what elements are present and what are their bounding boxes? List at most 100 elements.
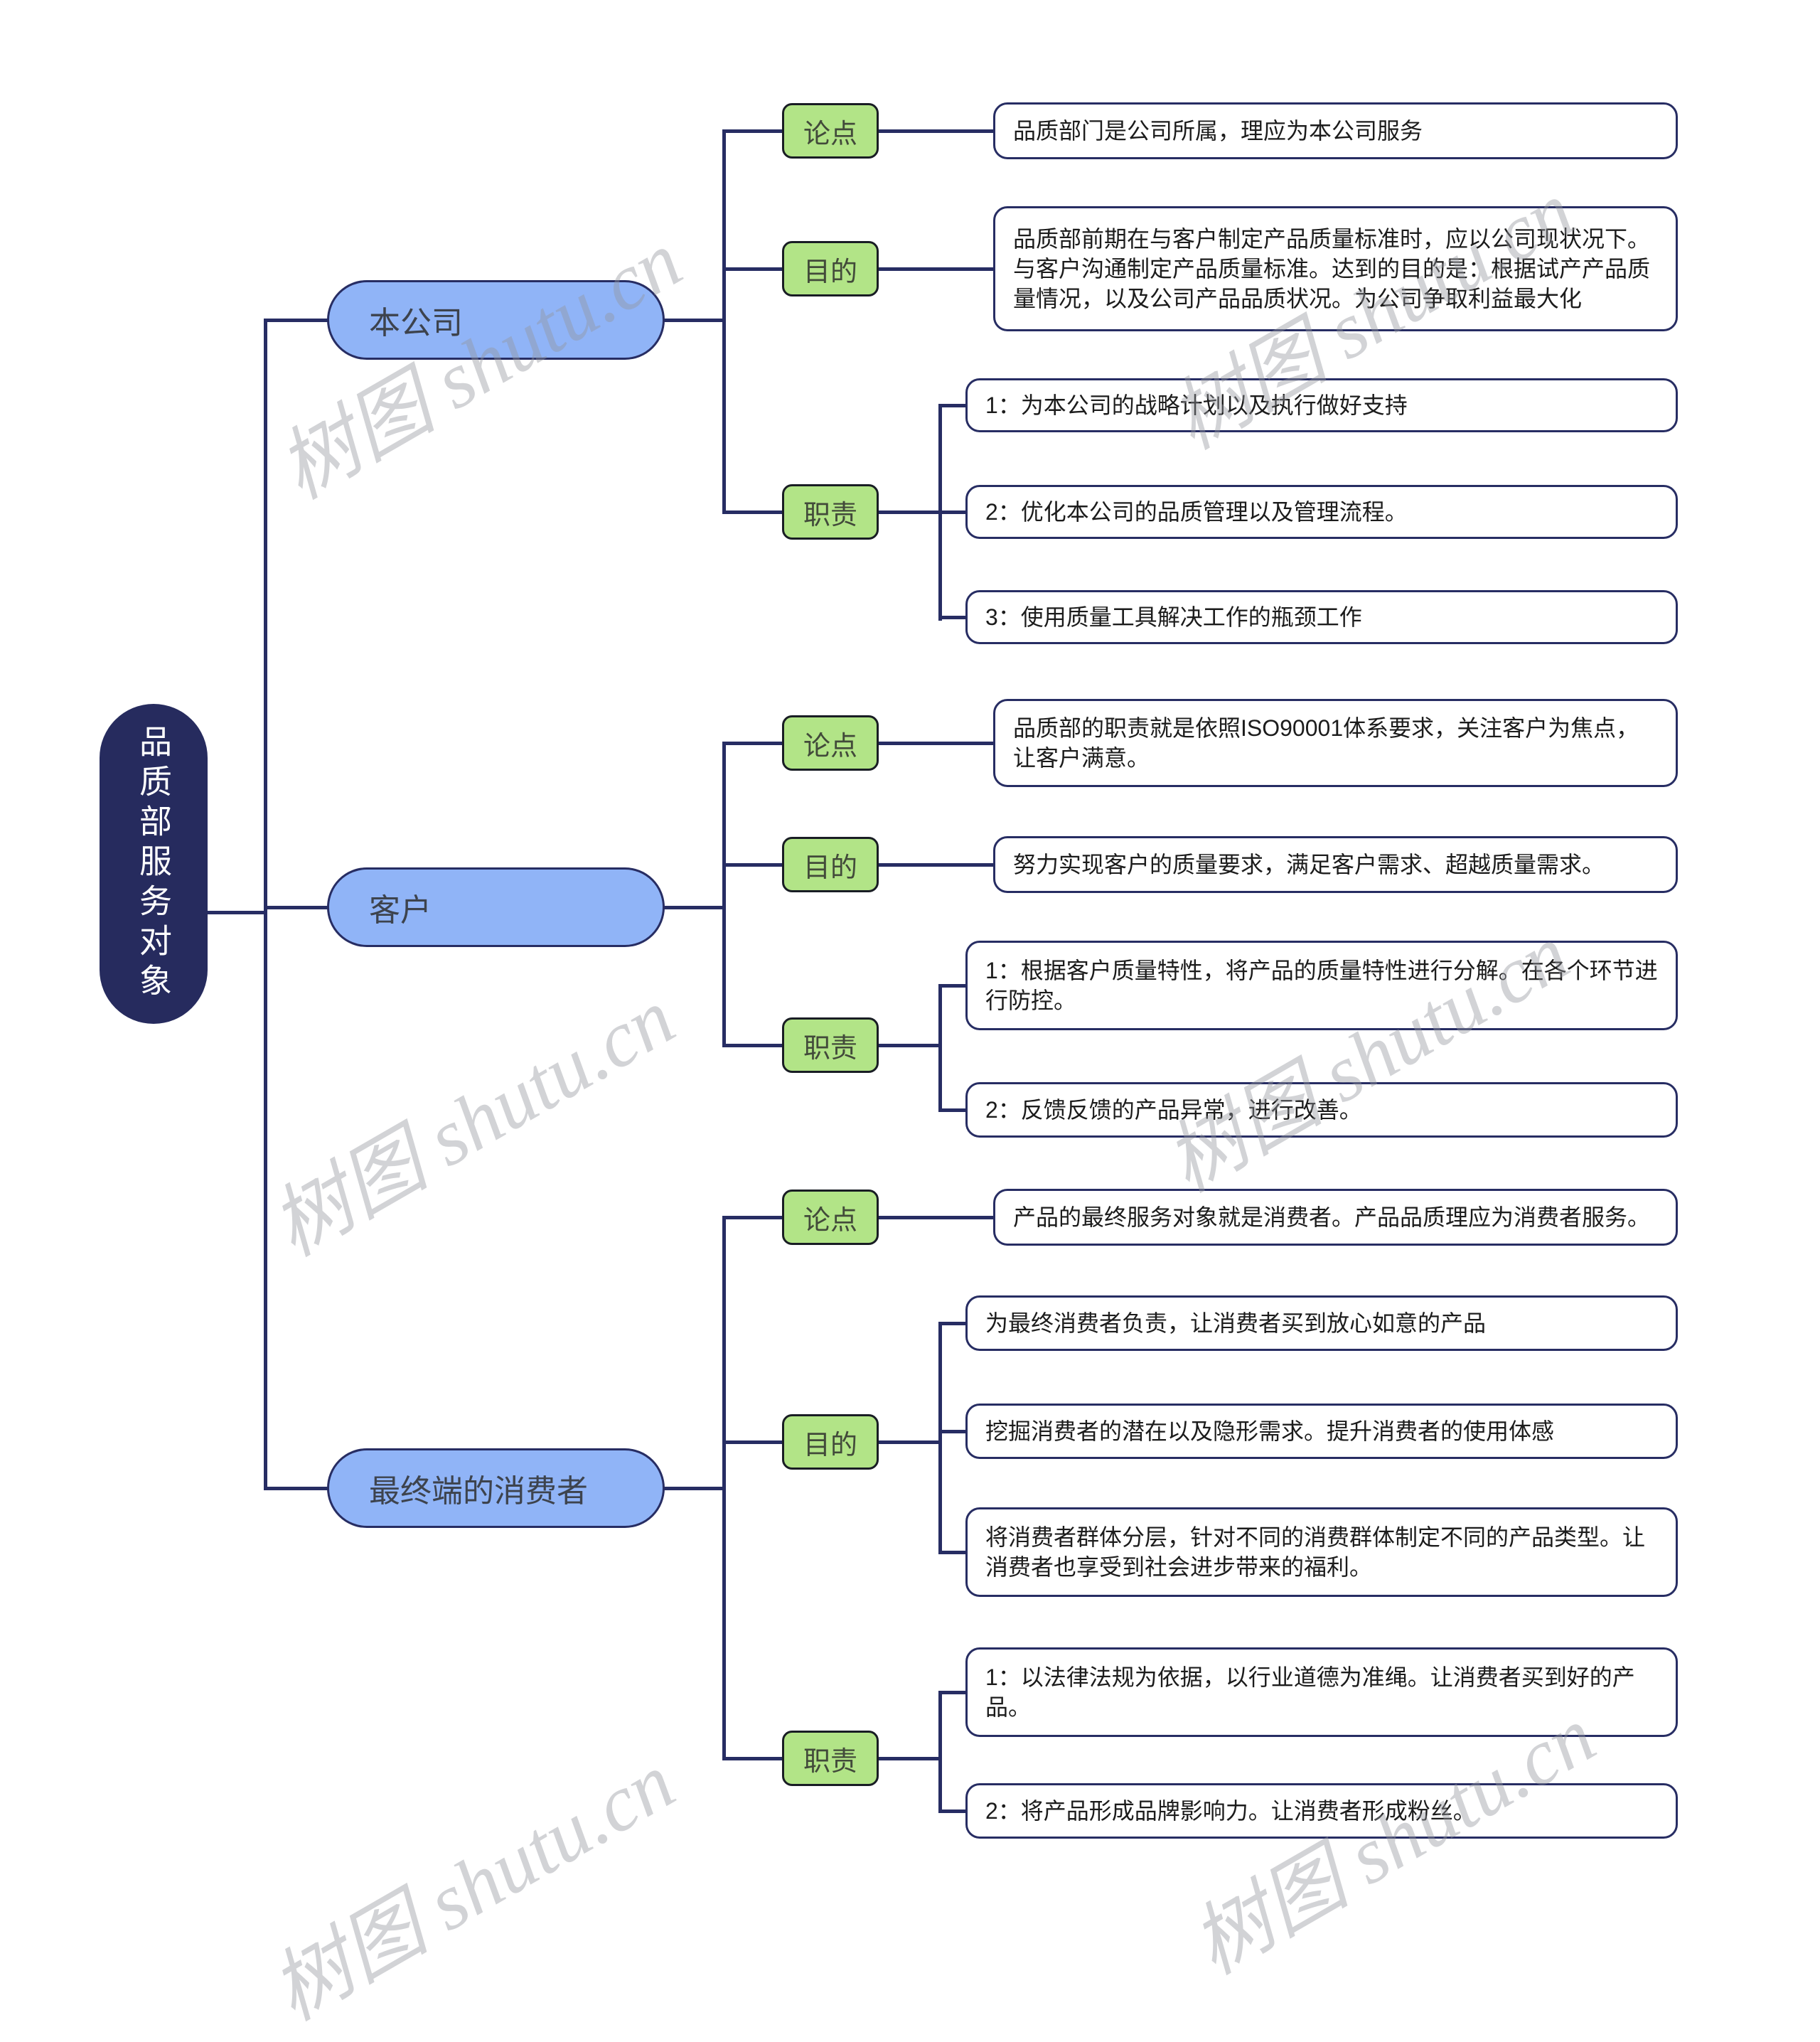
detail-text: 品质部的职责就是依照ISO90001体系要求，关注客户为焦点，让客户满意。 [1013,715,1639,771]
detail-text: 1：以法律法规为依据，以行业道德为准绳。让消费者买到好的产品。 [985,1664,1635,1720]
tag-label: 目的 [803,1430,857,1460]
tag-stub [724,1216,783,1219]
tag-company-purpose[interactable]: 目的 [782,241,879,296]
watermark-text: 树图 shutu.cn [1152,909,1583,1209]
tag-consumer-argument[interactable]: 论点 [782,1190,879,1245]
detail-text: 2：将产品形成品牌影响力。让消费者形成粉丝。 [985,1798,1476,1824]
items-bracket [938,1691,942,1813]
tag-company-argument[interactable]: 论点 [782,103,879,159]
tag-stub [724,267,783,271]
detail-text: 努力实现客户的质量要求，满足客户需求、超越质量需求。 [1013,852,1605,877]
item-stub [941,510,967,514]
root-connector-line [205,911,266,914]
tag-label: 职责 [803,500,857,530]
detail-text: 为最终消费者负责，让消费者买到放心如意的产品 [985,1310,1487,1336]
tag-stub [724,1757,783,1760]
tag-customer-purpose[interactable]: 目的 [782,837,879,892]
customer-tags-bracket [722,742,726,1047]
branch-line-customer [266,906,328,909]
detail-box-company-duty-3[interactable]: 3：使用质量工具解决工作的瓶颈工作 [965,590,1678,644]
items-bracket [938,404,942,621]
detail-box-consumer-duty-2[interactable]: 2：将产品形成品牌影响力。让消费者形成粉丝。 [965,1783,1678,1839]
branch-node-company-label: 本公司 [369,306,463,341]
tag-bracket-stub [879,1440,941,1444]
watermark-text: 树图 shutu.cn [257,1737,689,2038]
branch-line-company [266,319,328,322]
detail-box-consumer-purpose-3[interactable]: 将消费者群体分层，针对不同的消费群体制定不同的产品类型。让消费者也享受到社会进步… [965,1507,1678,1597]
tag-label: 职责 [803,1746,857,1777]
root-node[interactable]: 品质部服务对象 [100,704,208,1024]
tag-customer-argument[interactable]: 论点 [782,715,879,771]
detail-text: 2：优化本公司的品质管理以及管理流程。 [985,499,1408,525]
item-stub [941,1810,967,1813]
detail-text: 挖掘消费者的潜在以及隐形需求。提升消费者的使用体感 [985,1418,1555,1444]
root-node-label: 品质部服务对象 [135,725,172,1003]
tag-label: 目的 [803,257,857,287]
detail-text: 品质部门是公司所属，理应为本公司服务 [1013,118,1423,144]
item-stub [941,1430,967,1433]
detail-box-company-argument[interactable]: 品质部门是公司所属，理应为本公司服务 [993,102,1678,159]
tag-box-connector [879,129,995,133]
detail-box-customer-purpose[interactable]: 努力实现客户的质量要求，满足客户需求、超越质量需求。 [993,836,1678,893]
tag-bracket-stub [879,1757,941,1760]
branch-node-company[interactable]: 本公司 [327,280,665,360]
detail-box-consumer-duty-1[interactable]: 1：以法律法规为依据，以行业道德为准绳。让消费者买到好的产品。 [965,1647,1678,1737]
item-stub [941,984,967,988]
branch-node-customer[interactable]: 客户 [327,867,665,947]
tag-box-connector [879,267,995,271]
tag-consumer-purpose[interactable]: 目的 [782,1414,879,1470]
detail-box-consumer-purpose-1[interactable]: 为最终消费者负责，让消费者买到放心如意的产品 [965,1295,1678,1351]
detail-box-customer-duty-1[interactable]: 1：根据客户质量特性，将产品的质量特性进行分解。在各个环节进行防控。 [965,941,1678,1030]
detail-box-customer-argument[interactable]: 品质部的职责就是依照ISO90001体系要求，关注客户为焦点，让客户满意。 [993,699,1678,787]
tag-bracket-stub [879,1044,941,1047]
tag-label: 论点 [803,1205,857,1236]
watermark-text: 树图 shutu.cn [257,973,689,1273]
item-stub [941,1322,967,1325]
tag-label: 职责 [803,1033,857,1064]
detail-box-consumer-purpose-2[interactable]: 挖掘消费者的潜在以及隐形需求。提升消费者的使用体感 [965,1404,1678,1459]
tag-stub [724,742,783,745]
company-right-stub [663,319,724,322]
tag-consumer-duty[interactable]: 职责 [782,1731,879,1786]
item-stub [941,1108,967,1112]
detail-box-company-purpose[interactable]: 品质部前期在与客户制定产品质量标准时，应以公司现状况下。与客户沟通制定产品质量标… [993,206,1678,331]
tag-company-duty[interactable]: 职责 [782,484,879,540]
detail-box-consumer-argument[interactable]: 产品的最终服务对象就是消费者。产品品质理应为消费者服务。 [993,1189,1678,1246]
branch-node-consumer[interactable]: 最终端的消费者 [327,1448,665,1528]
item-stub [941,404,967,407]
items-bracket [938,984,942,1112]
branch-line-consumer [266,1487,328,1490]
tag-box-connector [879,742,995,745]
detail-text: 产品的最终服务对象就是消费者。产品品质理应为消费者服务。 [1013,1204,1651,1230]
detail-box-company-duty-2[interactable]: 2：优化本公司的品质管理以及管理流程。 [965,485,1678,539]
consumer-right-stub [663,1487,724,1490]
detail-box-customer-duty-2[interactable]: 2：反馈反馈的产品异常，进行改善。 [965,1082,1678,1138]
tag-bracket-stub [879,510,941,514]
detail-text: 1：根据客户质量特性，将产品的质量特性进行分解。在各个环节进行防控。 [985,958,1658,1013]
tag-stub [724,510,783,514]
item-stub [941,1551,967,1554]
mindmap-canvas: 品质部服务对象 本公司 客户 最终端的消费者 论点 目的 职责 论点 目的 职责… [100,102,1678,2037]
tag-label: 论点 [803,119,857,149]
tag-customer-duty[interactable]: 职责 [782,1017,879,1073]
tag-box-connector [879,863,995,867]
tag-box-connector [879,1216,995,1219]
tag-stub [724,1044,783,1047]
detail-text: 品质部前期在与客户制定产品质量标准时，应以公司现状况下。与客户沟通制定产品质量标… [1013,226,1651,311]
tag-stub [724,1440,783,1444]
consumer-tags-bracket [722,1216,726,1760]
trunk-line [264,319,267,1490]
company-tags-bracket [722,129,726,514]
branch-node-consumer-label: 最终端的消费者 [369,1474,588,1509]
detail-text: 2：反馈反馈的产品异常，进行改善。 [985,1097,1362,1123]
tag-stub [724,863,783,867]
item-stub [941,1691,967,1694]
customer-right-stub [663,906,724,909]
tag-label: 论点 [803,731,857,761]
detail-box-company-duty-1[interactable]: 1：为本公司的战略计划以及执行做好支持 [965,378,1678,432]
item-stub [941,616,967,619]
branch-node-customer-label: 客户 [369,893,432,928]
detail-text: 1：为本公司的战略计划以及执行做好支持 [985,392,1408,418]
tag-stub [724,129,783,133]
detail-text: 3：使用质量工具解决工作的瓶颈工作 [985,604,1362,630]
